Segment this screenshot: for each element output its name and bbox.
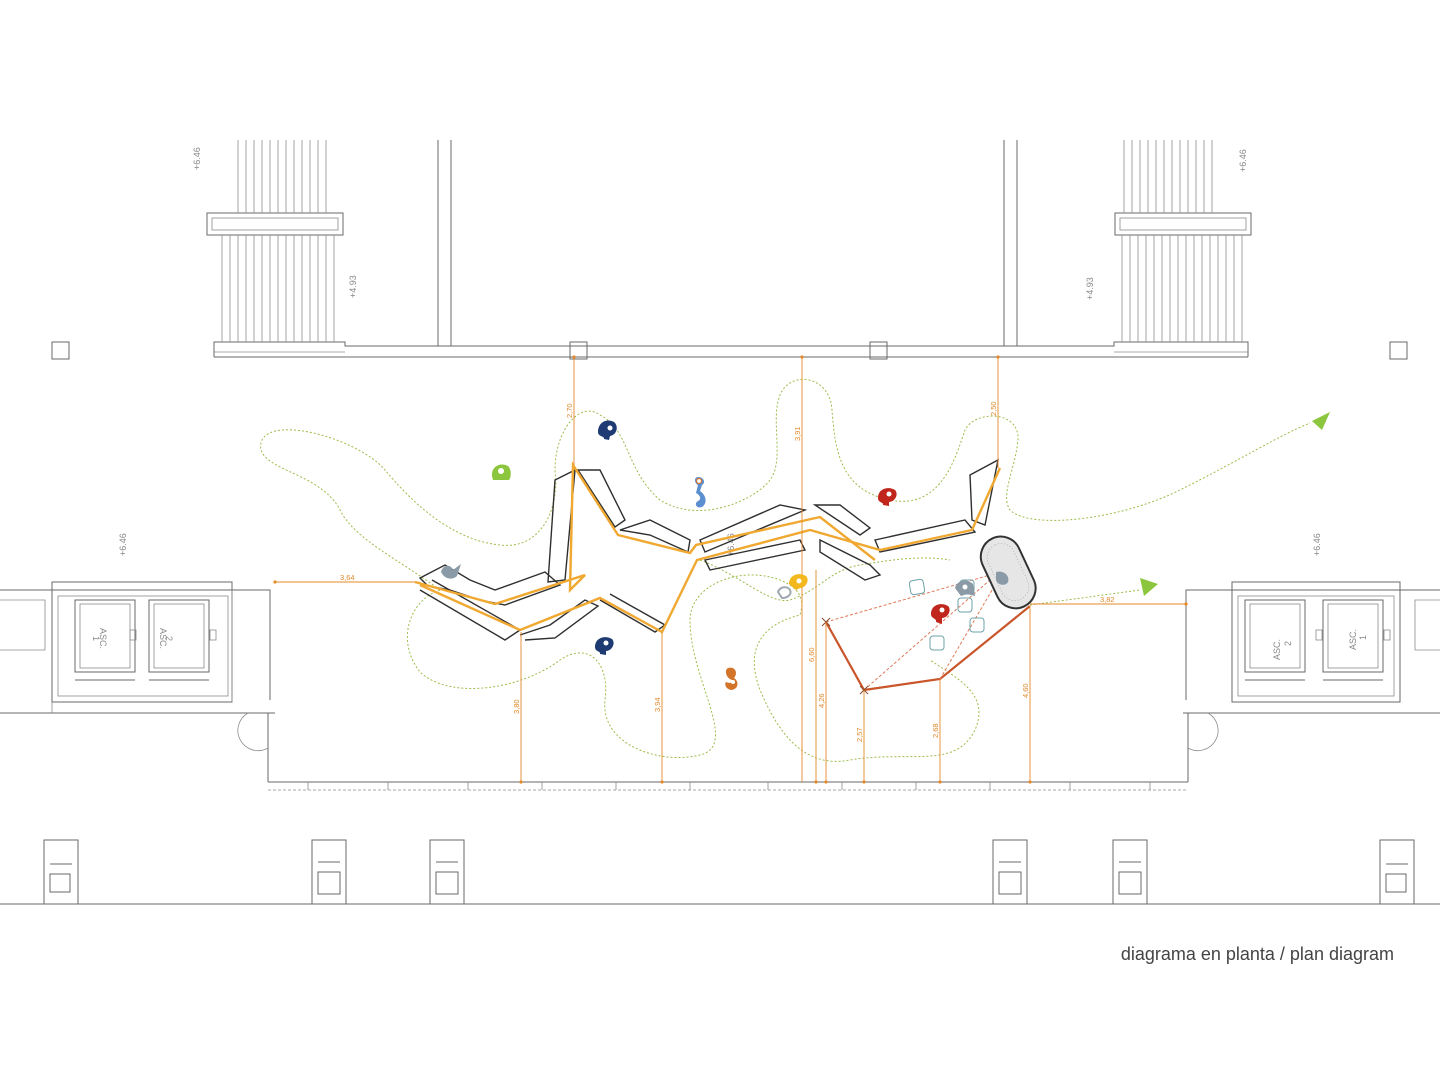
dimension-label: 2,50 xyxy=(989,401,998,416)
column xyxy=(1389,341,1408,360)
person-icon xyxy=(598,420,617,440)
person-icon xyxy=(595,637,614,655)
flow-path-inner xyxy=(699,557,951,602)
diagram-caption: diagrama en planta / plan diagram xyxy=(1120,944,1394,964)
person-icon xyxy=(878,488,897,506)
dimension-label: 4,26 xyxy=(817,693,826,708)
person-icon xyxy=(955,580,975,596)
dimension-label: 3,64 xyxy=(340,573,355,582)
south-facade xyxy=(0,712,1440,905)
level-label: +4.93 xyxy=(348,275,358,298)
dimension-label: 2,68 xyxy=(931,723,940,738)
person-icon xyxy=(931,604,950,624)
dimension-label: 3,80 xyxy=(512,699,521,714)
person-icon xyxy=(725,667,738,690)
level-label: +6.46 xyxy=(118,533,128,556)
dimension-label: 6,60 xyxy=(807,647,816,662)
dimension-label: 3,91 xyxy=(793,426,802,441)
left-core xyxy=(0,581,275,714)
right-stair-treads xyxy=(1121,140,1243,342)
column xyxy=(51,341,70,360)
dimension-label: 2,57 xyxy=(855,727,864,742)
dimension-label: 3,82 xyxy=(1100,595,1115,604)
person-icon xyxy=(491,464,511,480)
elevator-label: ASC. xyxy=(1348,629,1358,650)
elevator-number: 2 xyxy=(1283,641,1293,646)
person-icon xyxy=(789,574,808,590)
windows xyxy=(43,839,1415,905)
dimension-lines xyxy=(275,357,1186,782)
person-icon xyxy=(441,564,461,579)
elevator-number: 2 xyxy=(164,636,174,641)
dimension-label: 2,70 xyxy=(565,403,574,418)
level-label: +6.46 xyxy=(1238,149,1248,172)
left-stair-treads xyxy=(221,140,335,342)
spine-path xyxy=(414,461,876,606)
person-icon xyxy=(996,571,1009,585)
bench-modules xyxy=(418,458,999,641)
elevator-label: ASC. xyxy=(1272,639,1282,660)
level-label: +6.46 xyxy=(726,533,736,556)
top-wing xyxy=(51,140,1408,360)
level-label: +4.93 xyxy=(1085,277,1095,300)
person-icon xyxy=(695,477,706,508)
elevator-number: 1 xyxy=(1358,635,1368,640)
flow-path xyxy=(260,379,1311,762)
level-label: +6.46 xyxy=(1312,533,1322,556)
spine-path xyxy=(519,467,1002,634)
elevator-number: 1 xyxy=(91,636,101,641)
elevator-label: ASC. xyxy=(158,628,168,649)
dimension-label: 4,60 xyxy=(1021,683,1030,698)
level-label: +6.46 xyxy=(192,147,202,170)
right-core xyxy=(1183,581,1440,714)
exit-arrow-icon xyxy=(1140,578,1158,596)
planter-pod xyxy=(979,535,1037,610)
dimension-label: 3,94 xyxy=(653,697,662,712)
stage-outline xyxy=(825,605,1031,692)
column xyxy=(569,341,588,360)
exit-arrow-icon xyxy=(1312,412,1330,430)
column xyxy=(869,341,888,360)
elevator-label: ASC. xyxy=(98,628,108,649)
person-icon xyxy=(776,586,792,600)
